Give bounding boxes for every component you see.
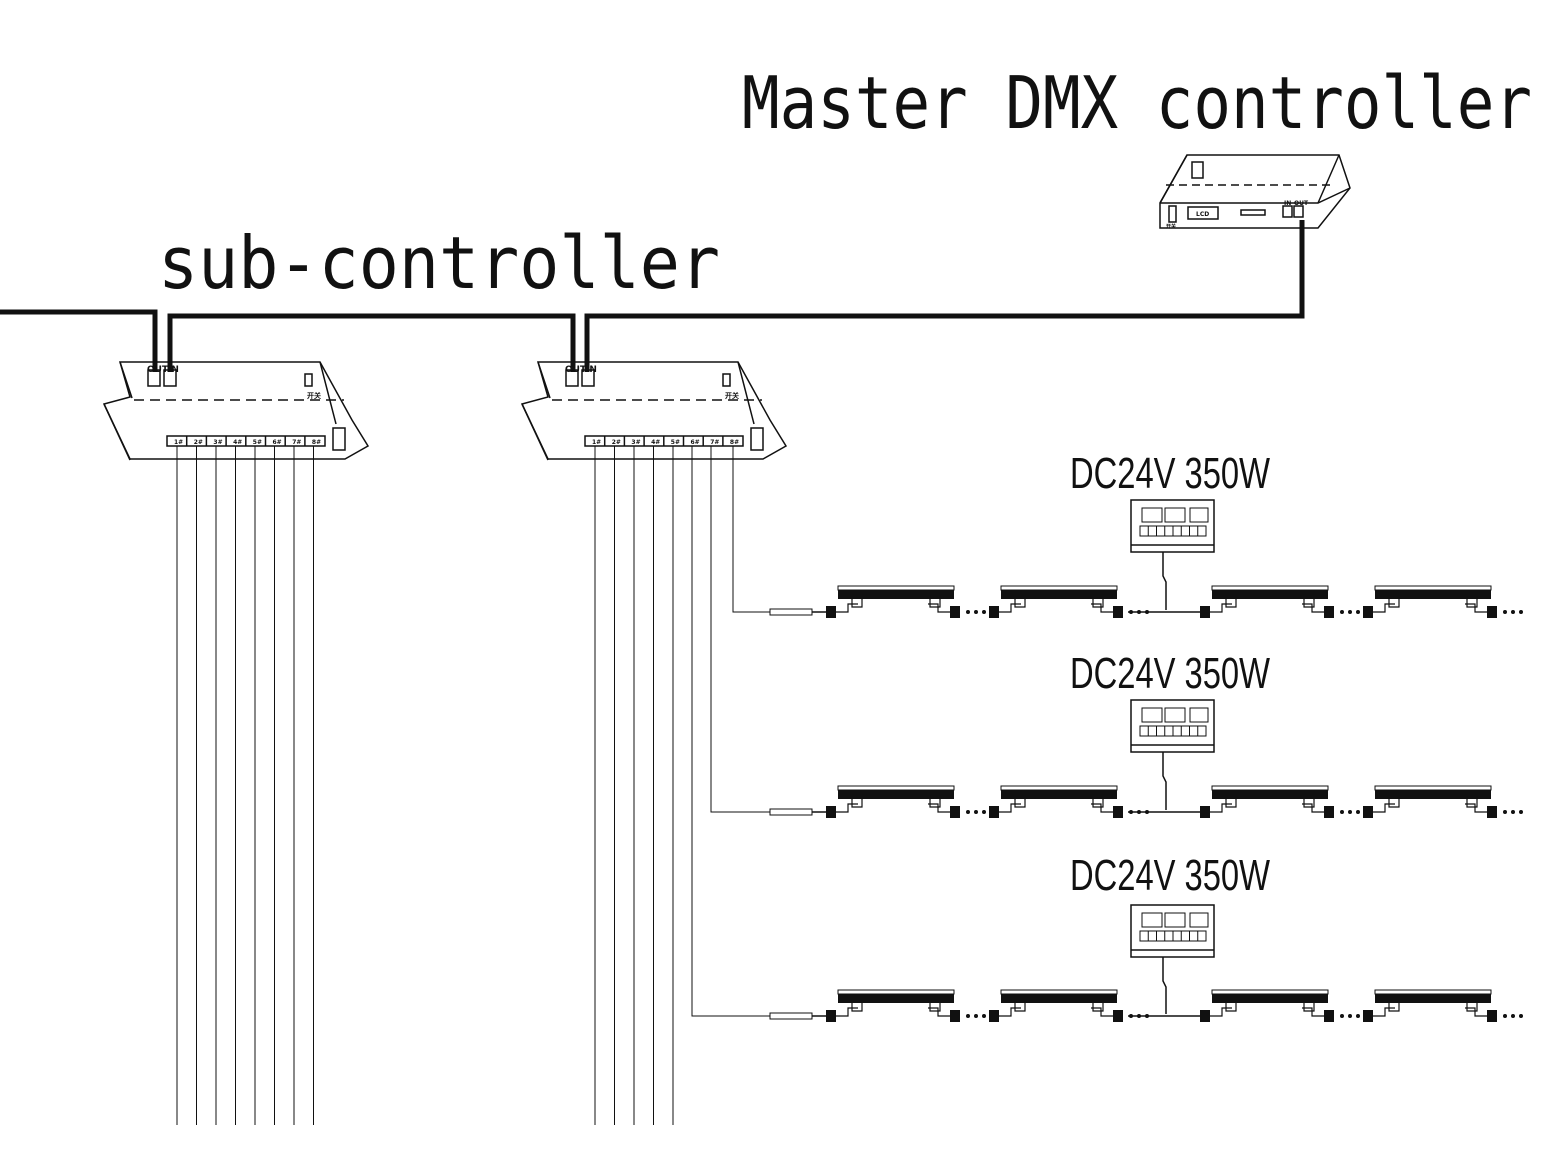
- sub-port-label: 2#: [612, 439, 621, 446]
- continuation-dots: [1340, 610, 1360, 614]
- fixture-run: [691, 446, 1523, 1022]
- sub-out-port: [147, 369, 161, 387]
- psu-box: [1130, 499, 1215, 553]
- power-supply: DC24V 350W: [1070, 449, 1270, 610]
- led-wall-washer: [989, 989, 1123, 1022]
- continuation-dots: [1503, 810, 1523, 814]
- master-lcd-display: [1187, 206, 1219, 220]
- power-supplies: DC24V 350W DC24V 350W DC24V 350W: [1070, 449, 1270, 1014]
- continuation-dots: [966, 810, 986, 814]
- continuation-dots: [966, 1014, 986, 1018]
- master-in-port: [1282, 205, 1293, 218]
- sub-port-label: 6#: [273, 439, 282, 446]
- sub-output-wires: [176, 446, 314, 1125]
- continuation-dots: [966, 610, 986, 614]
- master-power-socket-icon: [1191, 161, 1204, 179]
- sub-power-socket-icon: [332, 427, 346, 451]
- sub-port-label: 6#: [691, 439, 700, 446]
- sub-controller-title: sub-controller: [158, 221, 720, 305]
- master-card-slot: [1240, 209, 1266, 216]
- power-supply: DC24V 350W: [1070, 649, 1270, 810]
- sub-port-label: 5#: [671, 439, 680, 446]
- led-wall-washer: [1200, 989, 1334, 1022]
- continuation-dots: [1340, 1014, 1360, 1018]
- led-wall-washer: [989, 585, 1123, 618]
- continuation-dots: [1129, 810, 1149, 814]
- continuation-dots: [1503, 610, 1523, 614]
- dmx-trunk-line: [0, 220, 1305, 372]
- master-out-port: [1293, 205, 1304, 218]
- master-lcd-label: LCD: [1196, 211, 1209, 218]
- sub-port-label: 7#: [710, 439, 719, 446]
- sub-out-label: OUT: [147, 365, 169, 375]
- continuation-dots: [1340, 810, 1360, 814]
- sub-port-label: 8#: [312, 439, 321, 446]
- sub-in-label: IN: [586, 365, 597, 375]
- continuation-dots: [1503, 1014, 1523, 1018]
- sub-switch-label: 开关: [725, 391, 739, 400]
- led-wall-washer: [826, 785, 960, 818]
- psu-box: [1130, 904, 1215, 958]
- master-switch-label: 开关: [1166, 223, 1176, 230]
- fixture-run: [710, 446, 1523, 818]
- led-wall-washer: [826, 989, 960, 1022]
- sub-port-label: 4#: [651, 439, 660, 446]
- sub-out-label: OUT: [565, 365, 587, 375]
- led-wall-washer: [826, 585, 960, 618]
- sub-power-socket-icon: [750, 427, 764, 451]
- master-controller-title: Master DMX controller: [742, 61, 1532, 145]
- sub-in-label: IN: [168, 365, 179, 375]
- sub-port-label: 3#: [213, 439, 222, 446]
- sub-port-label: 4#: [233, 439, 242, 446]
- sub-port-label: 5#: [253, 439, 262, 446]
- master-out-label: OUT: [1294, 200, 1309, 207]
- sub-port-label: 8#: [730, 439, 739, 446]
- sub-output-wires: [594, 446, 674, 1125]
- psu-label: DC24V 350W: [1070, 649, 1270, 698]
- fixture-run: [732, 446, 1523, 618]
- master-switch-icon: [1168, 205, 1177, 223]
- fixture-runs: [691, 446, 1523, 1022]
- sub-port-label: 3#: [631, 439, 640, 446]
- master-dmx-controller: [1159, 154, 1351, 229]
- sub-in-port: [163, 369, 177, 387]
- sub-port-label: 1#: [174, 439, 183, 446]
- led-wall-washer: [1363, 585, 1497, 618]
- sub-port-label: 7#: [292, 439, 301, 446]
- power-supply: DC24V 350W: [1070, 851, 1270, 1014]
- continuation-dots: [1129, 610, 1149, 614]
- master-in-label: IN: [1284, 200, 1291, 207]
- sub-switch-label: 开关: [307, 391, 321, 400]
- led-wall-washer: [1200, 585, 1334, 618]
- psu-label: DC24V 350W: [1070, 449, 1270, 498]
- sub-switch-icon: [722, 373, 731, 387]
- led-wall-washer: [1363, 785, 1497, 818]
- led-wall-washer: [1363, 989, 1497, 1022]
- continuation-dots: [1129, 1014, 1149, 1018]
- psu-label: DC24V 350W: [1070, 851, 1270, 900]
- sub-port-label: 1#: [592, 439, 601, 446]
- sub-port-label: 2#: [194, 439, 203, 446]
- led-wall-washer: [1200, 785, 1334, 818]
- sub-out-port: [565, 369, 579, 387]
- sub-switch-icon: [304, 373, 313, 387]
- sub-in-port: [581, 369, 595, 387]
- led-wall-washer: [989, 785, 1123, 818]
- psu-box: [1130, 699, 1215, 753]
